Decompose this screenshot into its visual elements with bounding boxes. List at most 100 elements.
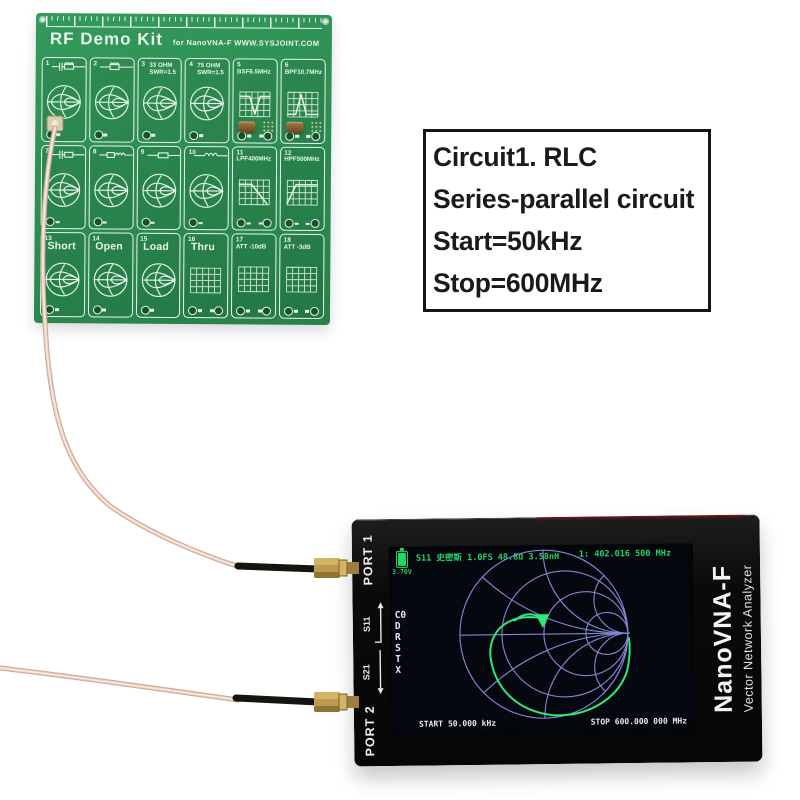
filter-response-graphic — [286, 179, 319, 206]
sma-port — [236, 306, 246, 316]
cell-ports — [236, 218, 272, 228]
cell-label: BPF10.7MHz — [284, 68, 323, 76]
sma-port — [237, 131, 247, 141]
cell-ports — [284, 219, 320, 229]
smith-chart-graphic — [93, 263, 128, 298]
cell-ports — [92, 305, 128, 315]
nanovna-device: PORT 1 S11 S21 PORT 2 3.70V S11 史密斯 1.0F… — [351, 514, 763, 767]
sma-port — [310, 219, 320, 229]
cell-label: ATT -3dB — [283, 243, 311, 251]
smd-component — [238, 121, 256, 133]
sma-port — [262, 218, 272, 228]
sma-port — [92, 305, 102, 315]
sma-port — [309, 306, 320, 316]
s11-trace — [489, 613, 631, 717]
cell-label: Load — [143, 241, 170, 254]
smith-chart-graphic — [94, 173, 128, 207]
cell-label: HPF500MHz — [284, 155, 320, 164]
sma-port — [94, 130, 104, 140]
cell-number: 8 — [92, 148, 97, 156]
cell-ports — [236, 306, 272, 316]
smith-chart-graphic — [45, 262, 80, 297]
solder-pads — [262, 120, 274, 133]
sma-port — [214, 306, 224, 316]
rf-demo-kit-board: RF Demo Kit for NanoVNA-F WWW.SYSJOINT.C… — [33, 12, 333, 326]
grid-graphic — [190, 267, 222, 294]
grid-graphic — [238, 266, 270, 293]
sma-port — [46, 129, 56, 139]
schematic-icon — [194, 152, 229, 156]
sma-port — [263, 131, 273, 141]
sma-port — [44, 305, 55, 315]
pcb-cell-10: 10 — [184, 145, 230, 231]
cell-number: 7 — [45, 147, 49, 155]
smith-chart-graphic — [94, 85, 129, 120]
mounting-hole — [39, 15, 47, 24]
cell-ports — [284, 306, 320, 316]
schematic-icon — [99, 62, 134, 71]
cell-ports — [188, 306, 224, 316]
annotation-line: Stop=600MHz — [433, 268, 603, 299]
cell-ports — [141, 218, 176, 228]
schematic-icon — [51, 150, 85, 159]
schematic-icon — [51, 62, 86, 71]
device-brand: NanoVNA-F — [708, 564, 738, 714]
smith-chart — [458, 549, 631, 720]
sma-connector-port2 — [314, 692, 359, 712]
smith-chart-graphic — [142, 173, 176, 208]
lcd-screen: 3.70V S11 史密斯 1.0FS 48.8Ω 3.58nH 1: 402.… — [388, 543, 696, 738]
smith-chart-graphic — [190, 86, 225, 121]
annotation-box: Circuit1. RLC Series-parallel circuit St… — [423, 129, 711, 312]
pcb-title: RF Demo Kit — [49, 29, 163, 49]
smith-chart-graphic — [46, 85, 81, 119]
cell-ports — [44, 305, 80, 315]
cell-ports — [93, 217, 128, 227]
start-frequency: START 50.000 kHz — [418, 718, 497, 729]
smith-chart-graphic — [141, 263, 176, 298]
sma-port — [93, 217, 103, 227]
cell-ports — [45, 217, 81, 227]
cell-number: 1 — [45, 60, 50, 68]
marker-triangle — [535, 614, 550, 629]
port2-label: PORT 2 — [362, 705, 378, 757]
sma-port — [188, 306, 198, 316]
s21-label: S21 — [361, 664, 371, 680]
cell-ports — [285, 131, 321, 141]
sma-port — [189, 130, 199, 140]
schematic-icon — [99, 151, 133, 158]
annotation-line: Circuit1. RLC — [433, 141, 597, 172]
smith-grid — [458, 549, 630, 720]
filter-response-graphic — [239, 91, 272, 118]
cell-label: LPF400MHz — [236, 155, 272, 163]
cell-ports — [46, 129, 81, 139]
annotation-line: Series-parallel circuit — [433, 183, 695, 214]
cell-ports — [141, 130, 177, 140]
sma-port — [284, 219, 294, 229]
sma-port — [236, 218, 246, 228]
sma-port — [45, 217, 55, 227]
smd-component — [286, 121, 304, 133]
sma-port — [140, 305, 150, 315]
device-branding: NanoVNA-F Vector Network Analyzer — [707, 516, 756, 763]
pcb-header: RF Demo Kit for NanoVNA-F WWW.SYSJOINT.C… — [50, 29, 324, 55]
stop-frequency: STOP 600.000 000 MHz — [590, 716, 688, 727]
smith-chart-graphic — [189, 173, 224, 208]
filter-response-graphic — [287, 91, 319, 118]
cell-label: ATT -10dB — [235, 243, 267, 251]
pcb-cell-8: 8 — [88, 144, 134, 230]
sma-port — [141, 218, 151, 228]
solder-pads — [310, 120, 322, 133]
cell-number: 3 — [141, 60, 146, 68]
sma-port — [189, 218, 199, 228]
pcb-cell-7: 7 — [40, 144, 86, 230]
